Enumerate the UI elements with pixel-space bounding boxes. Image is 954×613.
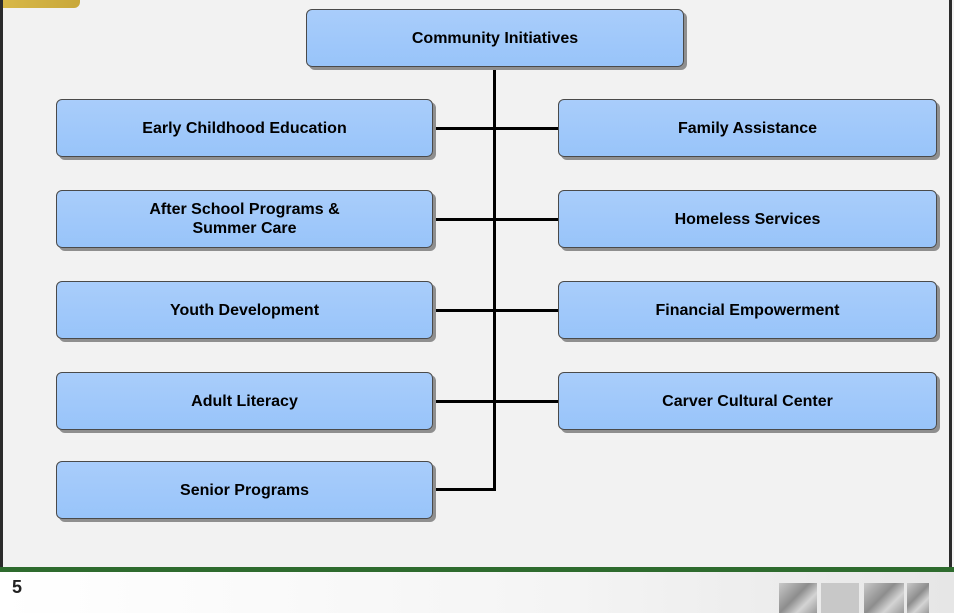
connector-row-1 — [433, 127, 558, 130]
org-box-label-line-1: After School Programs & — [149, 201, 340, 218]
org-box-label: Adult Literacy — [191, 392, 298, 410]
org-box-community-initiatives: Community Initiatives — [306, 9, 684, 67]
footer-photo-3 — [864, 583, 904, 613]
org-box-label: Community Initiatives — [411, 29, 579, 47]
org-box-family-assistance: Family Assistance — [558, 99, 937, 157]
connector-row-2 — [433, 218, 558, 221]
org-box-label: Family Assistance — [677, 119, 818, 137]
org-box-label: Youth Development — [169, 301, 320, 319]
connector-row-4 — [433, 400, 558, 403]
slide-frame-right — [949, 0, 952, 567]
org-box-label: Senior Programs — [180, 481, 309, 499]
org-box-label: Early Childhood Education — [142, 119, 347, 137]
footer-photo-2 — [821, 583, 859, 613]
page-number: 5 — [12, 577, 23, 597]
org-box-early-childhood-education: Early Childhood Education — [56, 99, 433, 157]
corner-accent — [0, 0, 80, 8]
org-box-youth-development: Youth Development — [56, 281, 433, 339]
org-box-label: Financial Empowerment — [655, 301, 840, 319]
org-box-homeless-services: Homeless Services — [558, 190, 937, 248]
org-box-label-line-2: Summer Care — [192, 220, 297, 237]
connector-trunk — [493, 67, 496, 491]
org-box-carver-cultural-center: Carver Cultural Center — [558, 372, 937, 430]
footer-green-band — [0, 567, 954, 572]
connector-row-5 — [433, 488, 496, 491]
org-box-financial-empowerment: Financial Empowerment — [558, 281, 937, 339]
org-box-label: Homeless Services — [674, 210, 821, 228]
connector-row-3 — [433, 309, 558, 312]
org-box-label: Carver Cultural Center — [662, 392, 833, 410]
slide-frame-left — [0, 0, 3, 567]
org-box-after-school-programs: After School Programs & Summer Care — [56, 190, 433, 248]
footer-photo-4 — [907, 583, 929, 613]
org-box-senior-programs: Senior Programs — [56, 461, 433, 519]
footer-photo-1 — [779, 583, 817, 613]
org-box-adult-literacy: Adult Literacy — [56, 372, 433, 430]
